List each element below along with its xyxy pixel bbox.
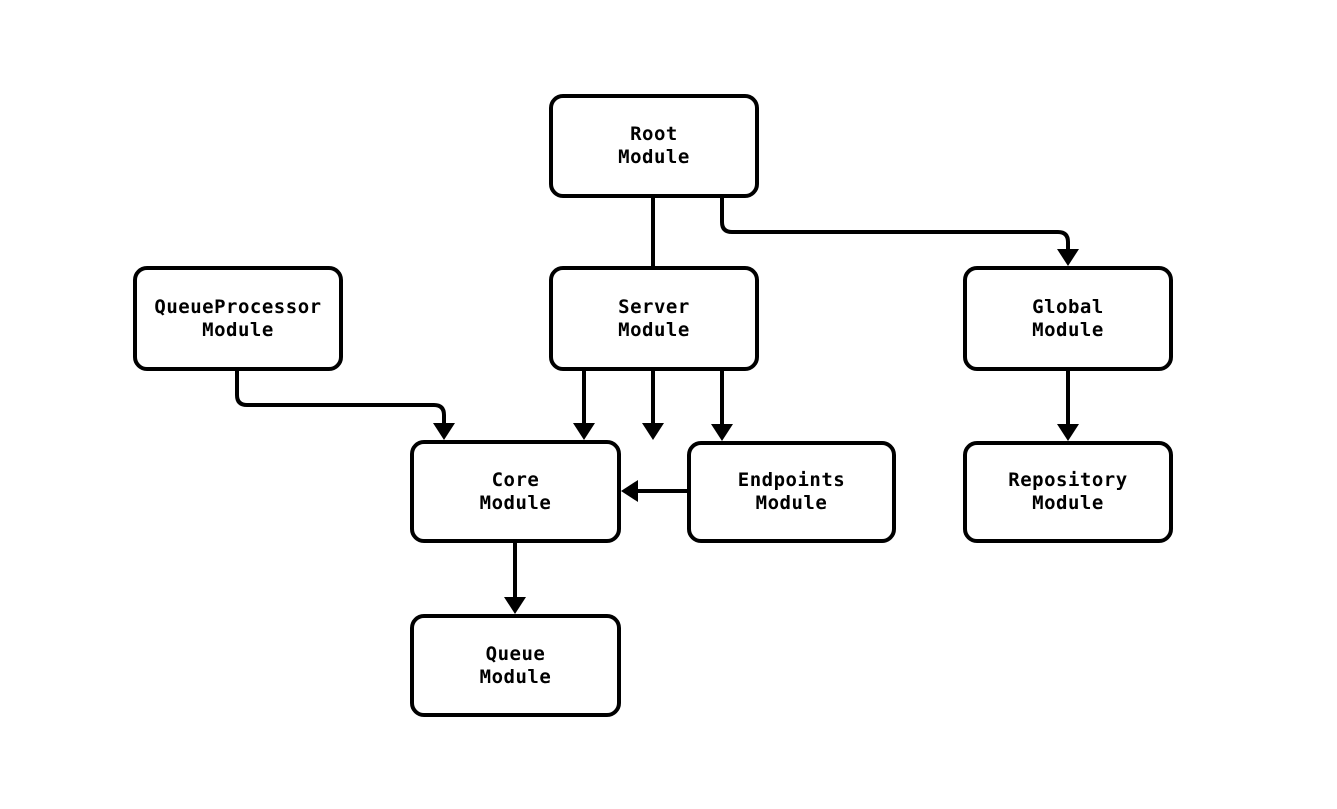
- arrowhead-server-core: [573, 423, 595, 440]
- edge-root-global: [720, 198, 1070, 258]
- node-label-secondary: Module: [618, 146, 690, 168]
- node-global-module[interactable]: Global Module: [963, 266, 1173, 371]
- node-label-secondary: Module: [1032, 492, 1104, 514]
- node-core-module[interactable]: Core Module: [410, 440, 621, 543]
- node-label-primary: Repository: [1008, 469, 1128, 491]
- node-endpoints-module[interactable]: Endpoints Module: [687, 441, 896, 543]
- arrowhead-root-server: [642, 423, 664, 440]
- node-server-module[interactable]: Server Module: [549, 266, 759, 371]
- node-label-secondary: Module: [202, 318, 274, 341]
- node-repository-module[interactable]: Repository Module: [963, 441, 1173, 543]
- node-label-secondary: Module: [1032, 318, 1104, 341]
- node-label-primary: QueueProcessor: [154, 295, 322, 318]
- node-label-primary: Queue: [485, 642, 546, 665]
- arrowhead-queueprocessor-core: [433, 423, 455, 440]
- node-label-primary: Core: [491, 468, 540, 491]
- node-root-module[interactable]: Root Module: [549, 94, 759, 198]
- arrowhead-global-repository: [1057, 424, 1079, 441]
- arrowhead-endpoints-core: [621, 480, 638, 502]
- node-label-primary: Global: [1032, 295, 1104, 318]
- arrowhead-core-queue: [504, 597, 526, 614]
- node-queue-module[interactable]: Queue Module: [410, 614, 621, 717]
- node-label-secondary: Module: [618, 318, 690, 341]
- node-label-primary: Endpoints: [737, 469, 846, 491]
- node-label-primary: Root: [630, 123, 678, 145]
- node-label-secondary: Module: [479, 491, 552, 514]
- node-queueprocessor-module[interactable]: QueueProcessor Module: [133, 266, 343, 371]
- arrowhead-root-global: [1057, 249, 1079, 266]
- node-label-secondary: Module: [479, 665, 552, 688]
- edge-queueprocessor-core: [235, 371, 446, 432]
- arrowhead-server-endpoints: [711, 424, 733, 441]
- node-label-secondary: Module: [755, 492, 828, 514]
- node-label-primary: Server: [618, 295, 690, 318]
